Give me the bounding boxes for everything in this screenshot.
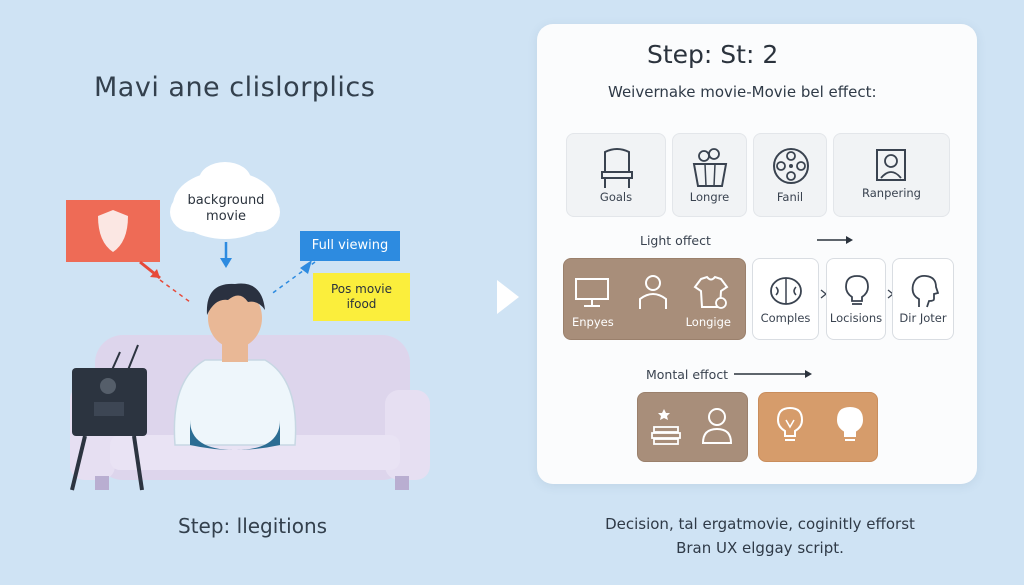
person-icon — [639, 275, 667, 309]
cloud-text: background movie — [187, 193, 265, 224]
full-viewing-box: Full viewing — [300, 231, 400, 261]
card-label: Goals — [599, 190, 633, 204]
card-fanil: Fanil — [753, 133, 827, 217]
viewer-scene — [66, 162, 430, 491]
step-panel — [537, 24, 977, 484]
person-icon — [701, 408, 733, 444]
card-label: Enpyes — [572, 315, 614, 329]
chair-icon — [601, 148, 633, 188]
footer-line-2: Bran UX elggay script. — [676, 539, 844, 557]
lightbulb-on-icon — [836, 406, 864, 441]
panel-title: Step: St: 2 — [647, 40, 779, 69]
portrait-icon — [876, 149, 906, 181]
film-reel-icon — [773, 148, 809, 184]
arrow-right-icon — [734, 370, 812, 378]
brown-card-group: Enpyes Longige — [563, 258, 746, 340]
books-icon — [651, 409, 681, 445]
brown-card-books — [637, 392, 748, 462]
head-profile-icon — [911, 275, 939, 308]
arrow-right-icon — [817, 236, 853, 244]
shirt-icon — [693, 275, 729, 309]
card-label: Locisions — [829, 311, 883, 325]
card-label: Comples — [760, 311, 811, 325]
footer-text: Decision, tal ergatmovie, coginitly effo… — [560, 512, 960, 560]
card-label: Longre — [689, 190, 730, 204]
mental-effect-label: Montal effoct — [646, 367, 729, 382]
panel-subtitle: Weivernake movie-Movie bel effect: — [608, 83, 877, 101]
next-arrow-icon — [497, 280, 519, 314]
thought-cloud — [170, 162, 280, 268]
card-comples: Comples — [752, 258, 819, 340]
light-effect-label: Light offect — [640, 233, 711, 248]
card-label: Longige — [685, 315, 731, 329]
person-watching — [173, 283, 297, 450]
brain-icon — [770, 277, 802, 305]
card-label: Fanil — [776, 190, 804, 204]
popcorn-icon — [692, 148, 728, 187]
left-title: Mavi ane clislorplics — [94, 72, 376, 103]
footer-line-1: Decision, tal ergatmovie, coginitly effo… — [605, 515, 915, 533]
tv-icon — [70, 344, 147, 491]
card-label: Ranpering — [862, 186, 921, 200]
monitor-icon — [575, 278, 609, 307]
lightbulb-icon — [845, 275, 869, 305]
red-shield-box — [66, 200, 191, 303]
orange-card-ideas — [758, 392, 878, 462]
card-locisions: Locisions — [826, 258, 886, 340]
left-step-label: Step: llegitions — [178, 514, 328, 538]
card-longre: Longre — [672, 133, 747, 217]
card-ranpering: Ranpering — [833, 133, 950, 217]
card-goals: Goals — [566, 133, 666, 217]
pos-movie-box: Pos movie ifood — [313, 273, 410, 321]
card-label: Dir Joter — [899, 311, 947, 325]
card-dir-joter: Dir Joter — [892, 258, 954, 340]
lightbulb-icon — [776, 406, 804, 441]
